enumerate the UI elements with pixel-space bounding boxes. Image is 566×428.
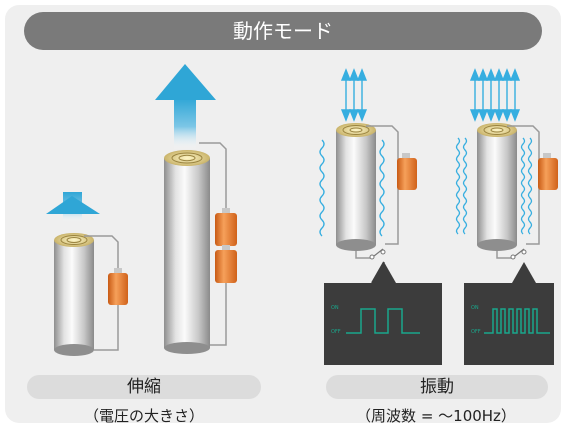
pulse-trace-low bbox=[346, 308, 420, 334]
scope-off-label-2: OFF bbox=[471, 329, 481, 335]
switch-wire-1 bbox=[355, 251, 370, 259]
tall-wire bbox=[199, 142, 227, 346]
vibration-arrows-high bbox=[469, 68, 521, 122]
wave-left-1 bbox=[319, 139, 325, 237]
title-bar: 動作モード bbox=[24, 12, 542, 50]
tall-actuator bbox=[155, 64, 237, 354]
wave-left-2 bbox=[455, 137, 461, 235]
wave-right-2 bbox=[520, 137, 526, 235]
scope-on-label-2: ON bbox=[471, 305, 479, 311]
large-arrow-shaft bbox=[174, 98, 196, 150]
wire-1 bbox=[366, 125, 399, 245]
vibration-unit-high-frequency: ON OFF bbox=[455, 68, 558, 365]
short-cylinder-body bbox=[54, 240, 94, 350]
caption-expansion: 伸縮 bbox=[27, 375, 261, 399]
pulse-trace-high bbox=[484, 308, 550, 334]
battery-vibration-2 bbox=[538, 158, 558, 190]
large-arrow-head bbox=[155, 64, 216, 100]
tall-cylinder-body bbox=[164, 158, 210, 348]
vibration-cylinder-2-body bbox=[477, 130, 517, 245]
battery-tall-upper bbox=[215, 213, 237, 246]
short-cylinder-base bbox=[54, 344, 94, 356]
subcaption-expansion: （電圧の大きさ） bbox=[83, 407, 204, 425]
short-actuator bbox=[46, 192, 128, 356]
expansion-contraction-illustration bbox=[46, 64, 237, 356]
switch-wire-2 bbox=[496, 251, 511, 259]
tall-cylinder-top bbox=[164, 150, 210, 166]
vibration-illustration: ON OFF bbox=[319, 68, 558, 365]
wave-left-2b bbox=[462, 137, 468, 235]
oscilloscope-low-frequency: ON OFF bbox=[324, 261, 442, 365]
vibration-cylinder-1-body bbox=[336, 130, 376, 245]
vibration-unit-low-frequency: ON OFF bbox=[319, 68, 442, 365]
small-arrow-head bbox=[46, 196, 100, 214]
scope-off-label-1: OFF bbox=[331, 329, 341, 335]
battery-vibration-1 bbox=[397, 158, 417, 190]
wave-right-1 bbox=[379, 139, 385, 237]
subcaption-vibration: （周波数 = 〜100Hz） bbox=[356, 407, 516, 425]
wave-right-2b bbox=[527, 137, 533, 235]
oscilloscope-high-frequency: ON OFF bbox=[464, 262, 554, 365]
scope-on-label-1: ON bbox=[331, 305, 339, 311]
vibration-arrows-low bbox=[340, 68, 368, 122]
wire-2 bbox=[507, 125, 540, 245]
tall-cylinder-base bbox=[164, 342, 210, 354]
battery-short bbox=[108, 273, 128, 305]
caption-vibration: 振動 bbox=[326, 375, 548, 399]
battery-tall-lower bbox=[215, 250, 237, 283]
